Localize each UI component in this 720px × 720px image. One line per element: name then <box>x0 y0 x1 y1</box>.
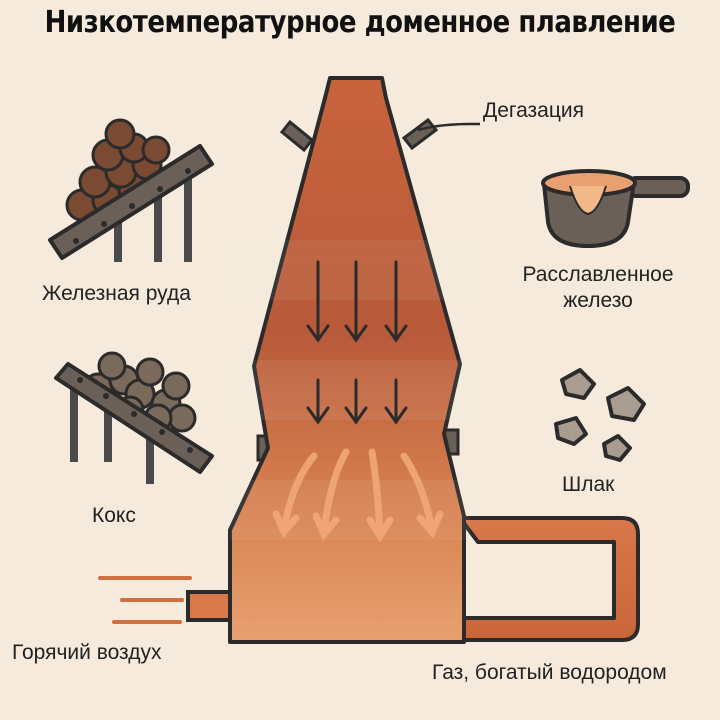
label-hot-air: Горячий воздух <box>12 641 162 664</box>
label-slag: Шлак <box>562 473 615 496</box>
iron-ore-conveyor-icon <box>48 118 214 262</box>
coke-conveyor-icon <box>54 351 214 484</box>
label-molten-iron: Расславленное железо <box>522 263 674 313</box>
molten-iron-ladle-icon <box>541 169 690 248</box>
descent-arrows <box>306 260 408 425</box>
hot-air-lines <box>98 576 192 624</box>
label-coke: Кокс <box>92 504 136 527</box>
label-hydrogen-gas: Газ, богатый водородом <box>432 661 667 684</box>
slag-icon <box>554 368 646 462</box>
page-title: Низкотемпературное доменное плавление <box>44 5 676 41</box>
label-iron-ore: Железная руда <box>42 282 191 305</box>
degassing-pointer <box>417 122 480 132</box>
label-degassing: Дегазация <box>483 99 584 122</box>
heat-flow-arrows <box>272 448 444 543</box>
